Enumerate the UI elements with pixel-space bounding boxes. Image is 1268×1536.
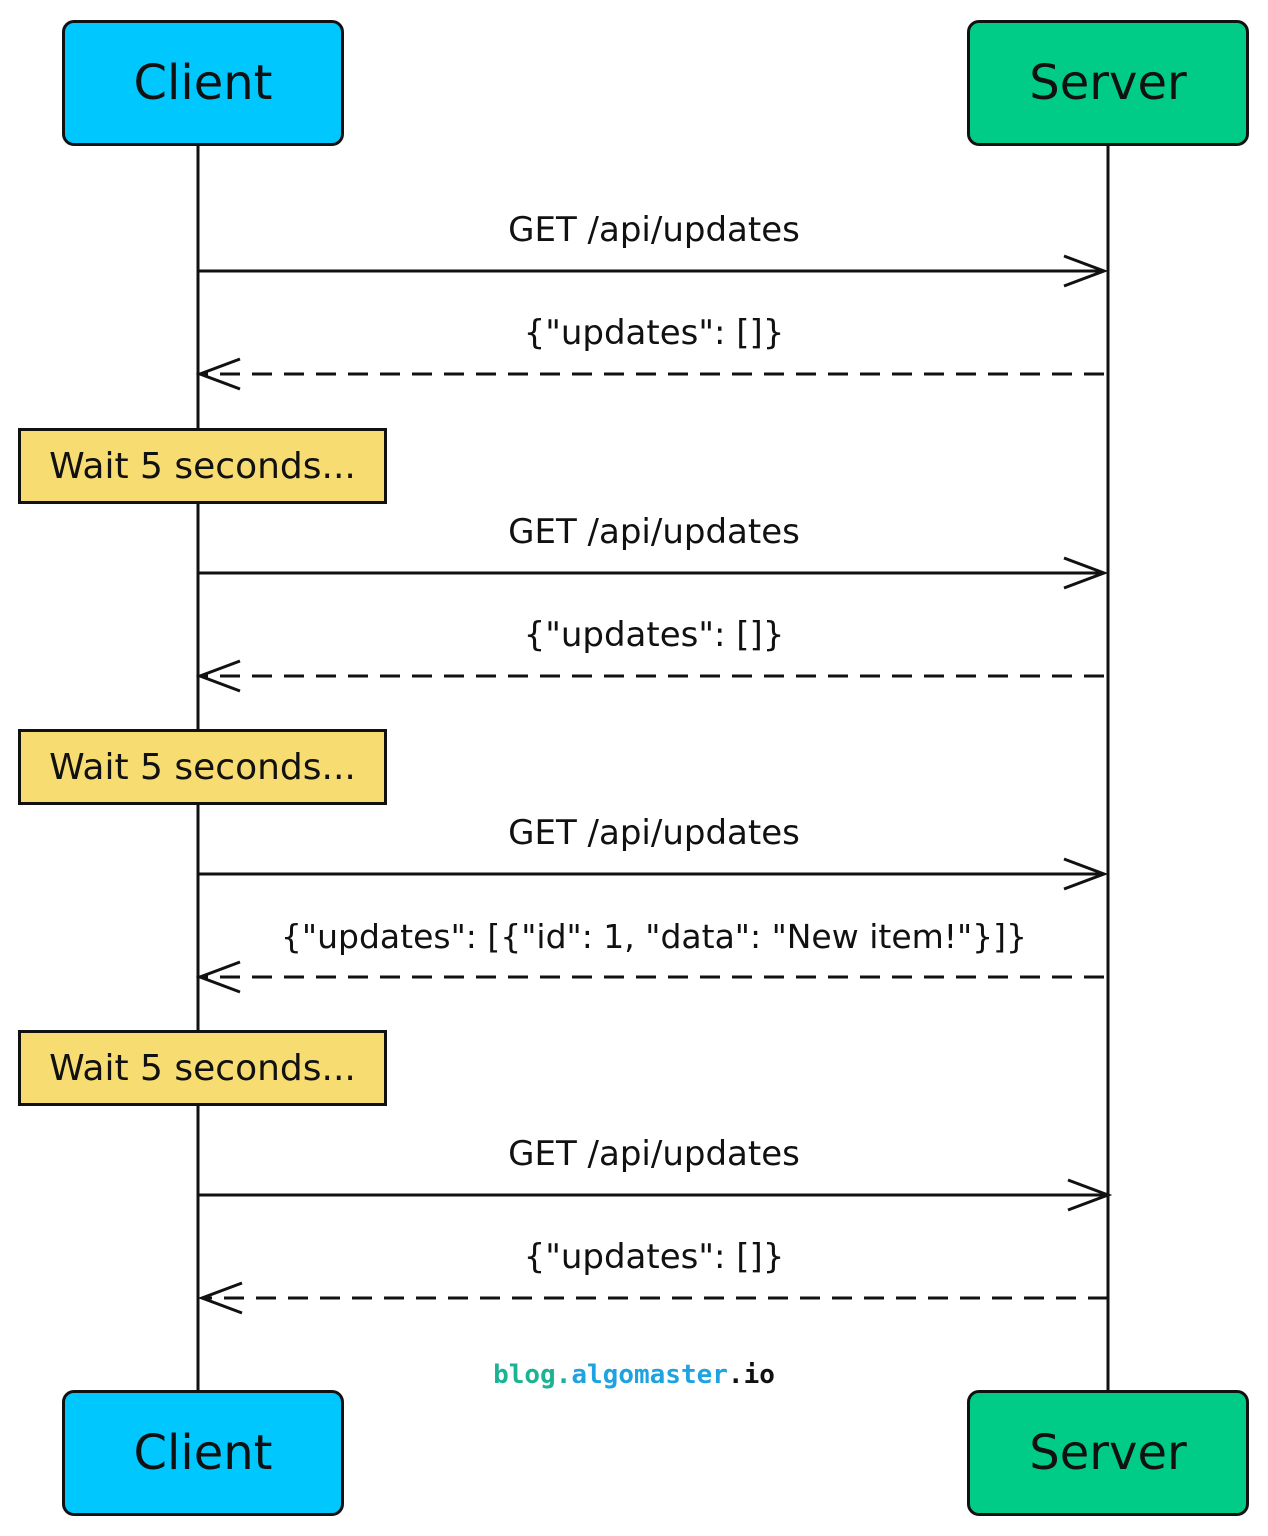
wait-note: Wait 5 seconds... — [18, 729, 387, 805]
response-arrowhead-4 — [197, 1281, 243, 1315]
response-label: {"updates": []} — [523, 313, 785, 353]
request-label: GET /api/updates — [508, 1134, 800, 1174]
request-arrowhead-1 — [1063, 254, 1109, 288]
response-arrowhead-2 — [195, 659, 241, 693]
watermark-part: algomaster — [571, 1360, 728, 1390]
wait-note: Wait 5 seconds... — [18, 428, 387, 504]
wait-note: Wait 5 seconds... — [18, 1030, 387, 1106]
server-label: Server — [1029, 55, 1187, 111]
watermark-part: blog — [493, 1360, 556, 1390]
client-label: Client — [133, 55, 273, 111]
client-participant-bottom: Client — [62, 1390, 344, 1516]
client-label: Client — [133, 1425, 273, 1481]
request-label: GET /api/updates — [508, 210, 800, 250]
response-label: {"updates": []} — [523, 1237, 785, 1277]
response-label: {"updates": [{"id": 1, "data": "New item… — [280, 917, 1028, 956]
request-arrowhead-2 — [1063, 556, 1109, 590]
response-arrowhead-1 — [195, 357, 241, 391]
watermark: blog.algomaster.io — [0, 1360, 1268, 1390]
request-arrowhead-3 — [1063, 857, 1109, 891]
watermark-part: . — [555, 1360, 572, 1390]
client-participant-top: Client — [62, 20, 344, 146]
request-arrowhead-4 — [1067, 1178, 1113, 1212]
server-label: Server — [1029, 1425, 1187, 1481]
server-participant-top: Server — [967, 20, 1249, 146]
watermark-part: .io — [727, 1360, 775, 1390]
wait-note-label: Wait 5 seconds... — [49, 746, 356, 788]
wait-note-label: Wait 5 seconds... — [49, 1047, 356, 1089]
response-arrowhead-3 — [195, 960, 241, 994]
request-label: GET /api/updates — [508, 813, 800, 853]
request-label: GET /api/updates — [508, 512, 800, 552]
wait-note-label: Wait 5 seconds... — [49, 445, 356, 487]
response-label: {"updates": []} — [523, 615, 785, 655]
server-participant-bottom: Server — [967, 1390, 1249, 1516]
